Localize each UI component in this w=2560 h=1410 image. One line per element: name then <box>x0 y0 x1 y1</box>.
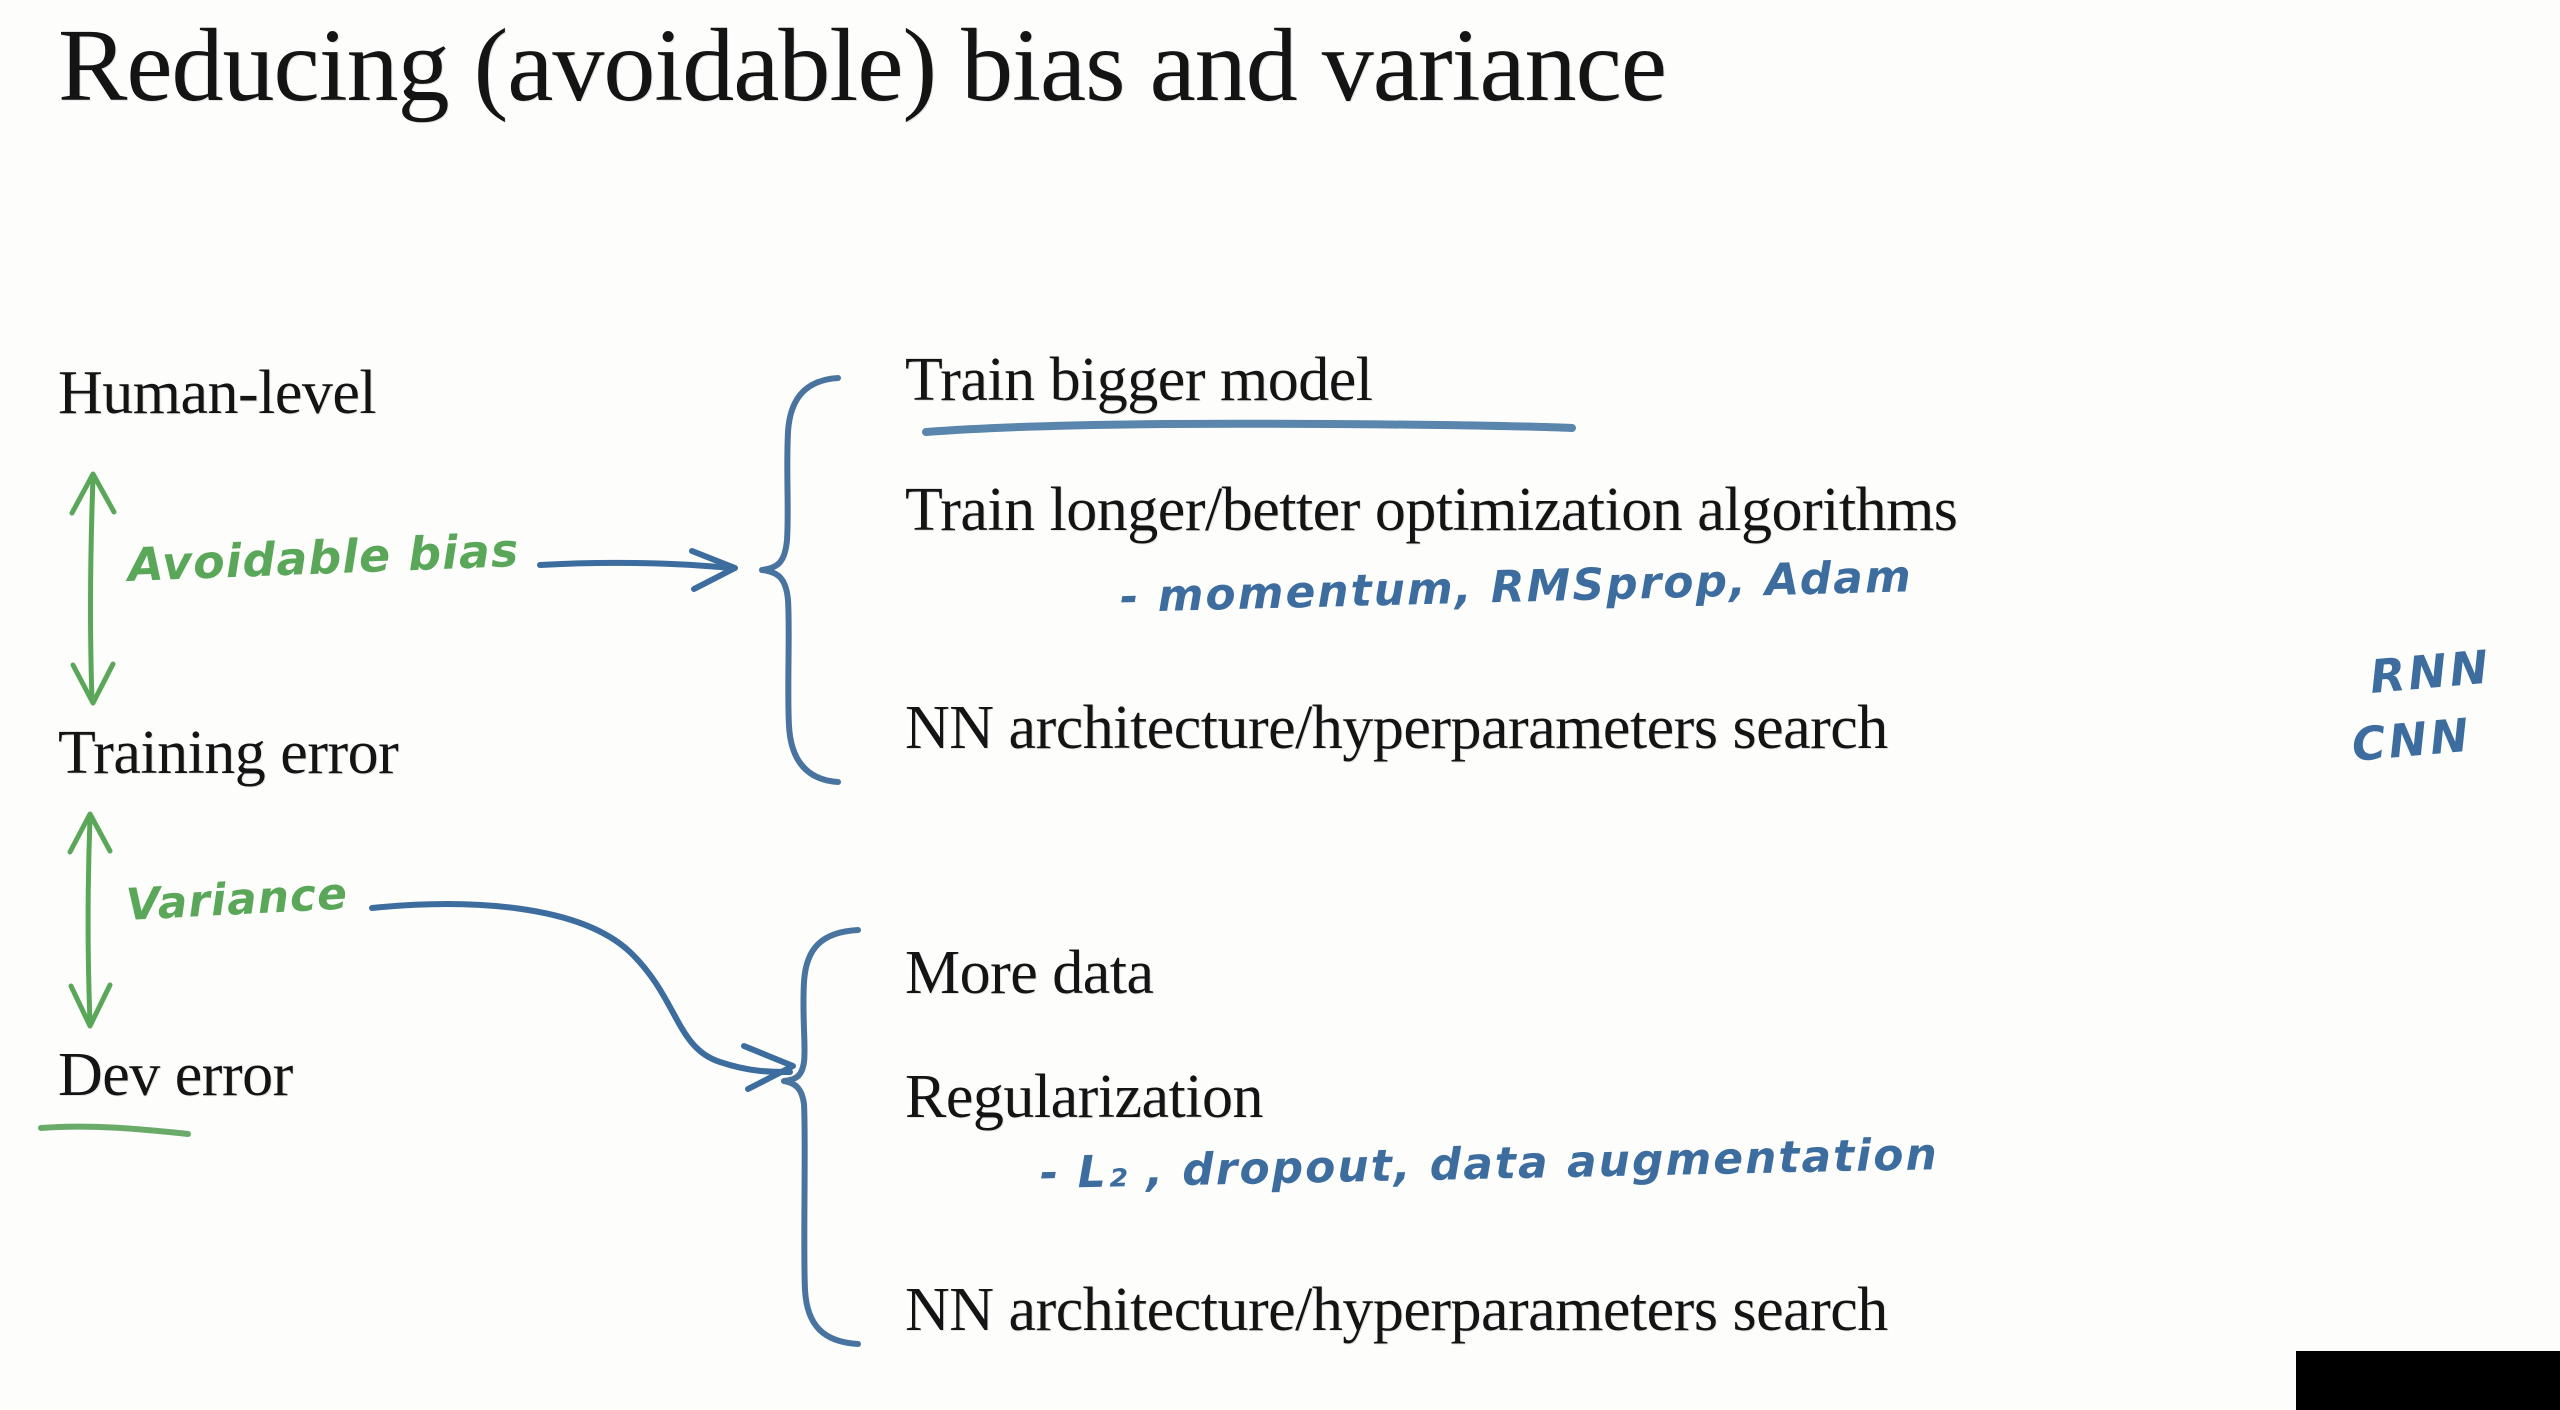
ladder-label-training-error: Training error <box>58 719 399 787</box>
variance-remedy-more-data: More data <box>905 939 1154 1007</box>
handwritten-optimizer-list: - momentum, RMSprop, Adam <box>1119 551 1914 623</box>
bias-remedy-train-bigger-model: Train bigger model <box>905 346 1373 414</box>
variance-remedy-nn-architecture-search: NN architecture/hyperparameters search <box>905 1276 1888 1344</box>
train-bigger-model-underline-mark <box>922 419 1576 436</box>
bias-remedy-train-longer: Train longer/better optimization algorit… <box>905 476 1958 544</box>
dev-error-underline-mark <box>38 1123 191 1137</box>
variance-remedy-regularization: Regularization <box>905 1063 1263 1131</box>
avoidable-bias-double-arrow-icon <box>69 471 117 706</box>
bias-remedy-nn-architecture-search: NN architecture/hyperparameters search <box>905 694 1888 762</box>
variance-double-arrow-icon <box>67 811 113 1029</box>
ladder-label-dev-error: Dev error <box>58 1041 293 1109</box>
variance-group-brace-icon <box>781 927 861 1347</box>
handwritten-avoidable-bias-label: Avoidable bias <box>126 522 521 592</box>
handwritten-rnn-note: RNN <box>2367 639 2494 704</box>
black-mask-rectangle <box>2296 1351 2560 1410</box>
handwritten-regularization-list: - L₂ , dropout, data augmentation <box>1039 1129 1940 1199</box>
page-title: Reducing (avoidable) bias and variance <box>58 8 1667 123</box>
ladder-label-human-level: Human-level <box>58 359 377 427</box>
bias-to-remedies-arrow-icon <box>537 548 738 592</box>
handwritten-variance-label: Variance <box>124 868 350 931</box>
bias-group-brace-icon <box>759 375 841 785</box>
handwritten-cnn-note: CNN <box>2349 707 2474 772</box>
variance-to-remedies-arrow-icon <box>369 901 796 1092</box>
